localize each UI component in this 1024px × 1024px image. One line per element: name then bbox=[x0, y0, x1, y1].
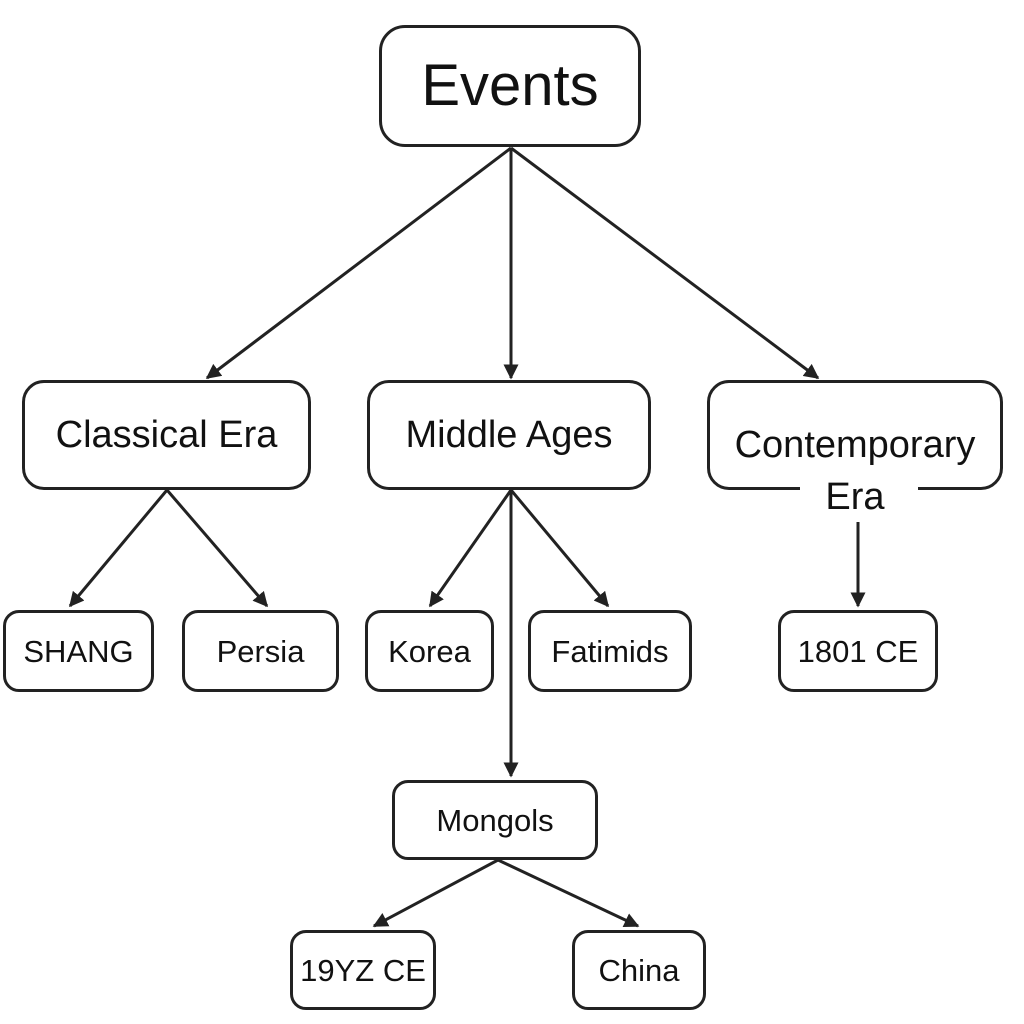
node-china: China bbox=[572, 930, 706, 1010]
node-persia-label: Persia bbox=[216, 633, 305, 669]
node-china-label: China bbox=[598, 952, 680, 988]
node-fatimids-label: Fatimids bbox=[551, 633, 669, 669]
node-korea: Korea bbox=[365, 610, 494, 692]
node-classical-era: Classical Era bbox=[22, 380, 311, 490]
node-19yz-ce-label: 19YZ CE bbox=[300, 952, 426, 988]
edge-mongols-19yz-ce bbox=[372, 858, 499, 928]
node-events-label: Events bbox=[421, 53, 599, 118]
node-events: Events bbox=[379, 25, 641, 147]
node-middle-ages-label: Middle Ages bbox=[405, 414, 613, 456]
edge-middle-ages-fatimids bbox=[509, 489, 610, 608]
node-classical-era-label: Classical Era bbox=[55, 414, 278, 456]
edge-classical-era-shang bbox=[68, 489, 169, 608]
node-persia: Persia bbox=[182, 610, 339, 692]
node-korea-label: Korea bbox=[388, 633, 471, 669]
node-mongols: Mongols bbox=[392, 780, 598, 860]
node-19yz-ce: 19YZ CE bbox=[290, 930, 436, 1010]
node-shang-label: SHANG bbox=[23, 633, 134, 669]
node-contemporary-era-label: Contemporary Era bbox=[734, 424, 976, 518]
node-fatimids: Fatimids bbox=[528, 610, 692, 692]
node-shang: SHANG bbox=[3, 610, 154, 692]
edge-classical-era-persia bbox=[165, 489, 269, 608]
edge-events-classical-era bbox=[205, 146, 512, 380]
edge-mongols-china bbox=[497, 858, 640, 928]
node-1801-ce: 1801 CE bbox=[778, 610, 938, 692]
node-mongols-label: Mongols bbox=[436, 802, 554, 838]
edge-events-contemporary-era bbox=[510, 146, 820, 380]
edge-middle-ages-korea bbox=[428, 489, 513, 608]
label-backdrop bbox=[800, 475, 918, 511]
node-contemporary-era: Contemporary Era bbox=[707, 380, 1003, 518]
node-middle-ages: Middle Ages bbox=[367, 380, 651, 490]
node-1801-ce-label: 1801 CE bbox=[797, 633, 919, 669]
